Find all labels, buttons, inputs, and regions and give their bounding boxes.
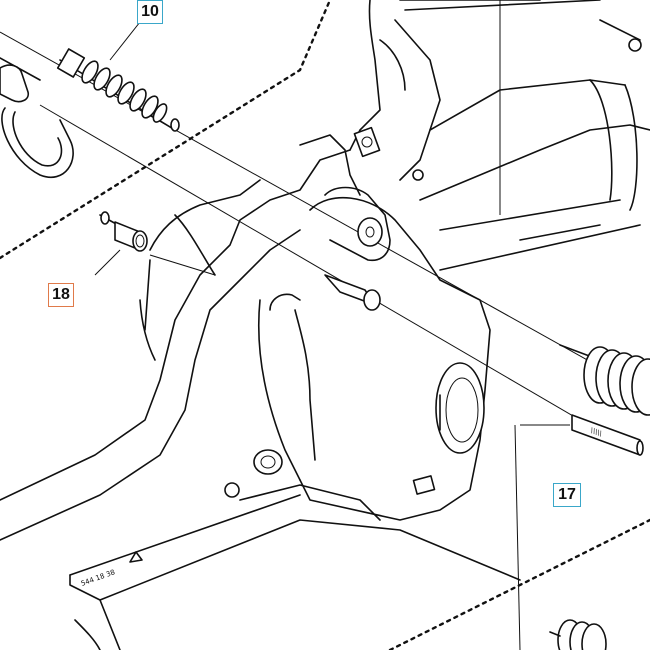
- part-17-pin: \\\\\: [559, 344, 650, 456]
- housing-marking: 544 18 38: [80, 568, 116, 588]
- callout-10[interactable]: 10: [137, 0, 163, 24]
- bottom-spring: [549, 619, 607, 655]
- part-10-threaded-bolt: [0, 48, 180, 178]
- part-18-stud: [99, 211, 148, 252]
- handle-assembly: [349, 0, 650, 271]
- arrow-mark-icon: [129, 551, 143, 563]
- leader-18: [94, 249, 121, 276]
- section-boundary-bottom: [388, 518, 650, 652]
- leader-17-vertical: [514, 424, 521, 651]
- svg-text:\\\\\: \\\\\: [589, 426, 603, 438]
- callout-17[interactable]: 17: [553, 483, 581, 507]
- section-boundary-top: [0, 0, 332, 260]
- callout-18[interactable]: 18: [48, 283, 74, 307]
- leader-10: [109, 21, 141, 61]
- main-housing: [0, 134, 521, 651]
